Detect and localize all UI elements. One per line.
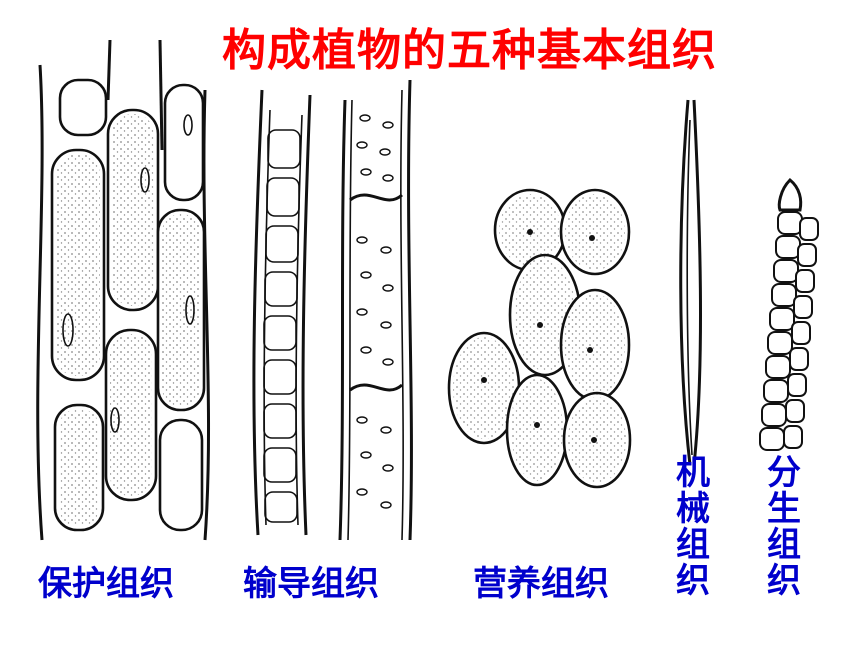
nutritive-tissue-drawing <box>447 188 632 489</box>
page-title: 构成植物的五种基本组织 <box>222 25 717 76</box>
label-mechanical-tissue: 机械组织 <box>676 453 710 601</box>
label-nutritive-tissue: 营养组织 <box>473 564 609 604</box>
meristematic-tissue-drawing <box>759 177 819 451</box>
label-conducting-tissue: 输导组织 <box>243 564 379 604</box>
conducting-tissue-drawing <box>252 79 413 541</box>
label-meristematic-tissue: 分生组织 <box>767 453 801 601</box>
mechanical-tissue-drawing <box>679 99 702 466</box>
protective-tissue-drawing <box>36 39 211 541</box>
label-protective-tissue: 保护组织 <box>38 564 174 604</box>
